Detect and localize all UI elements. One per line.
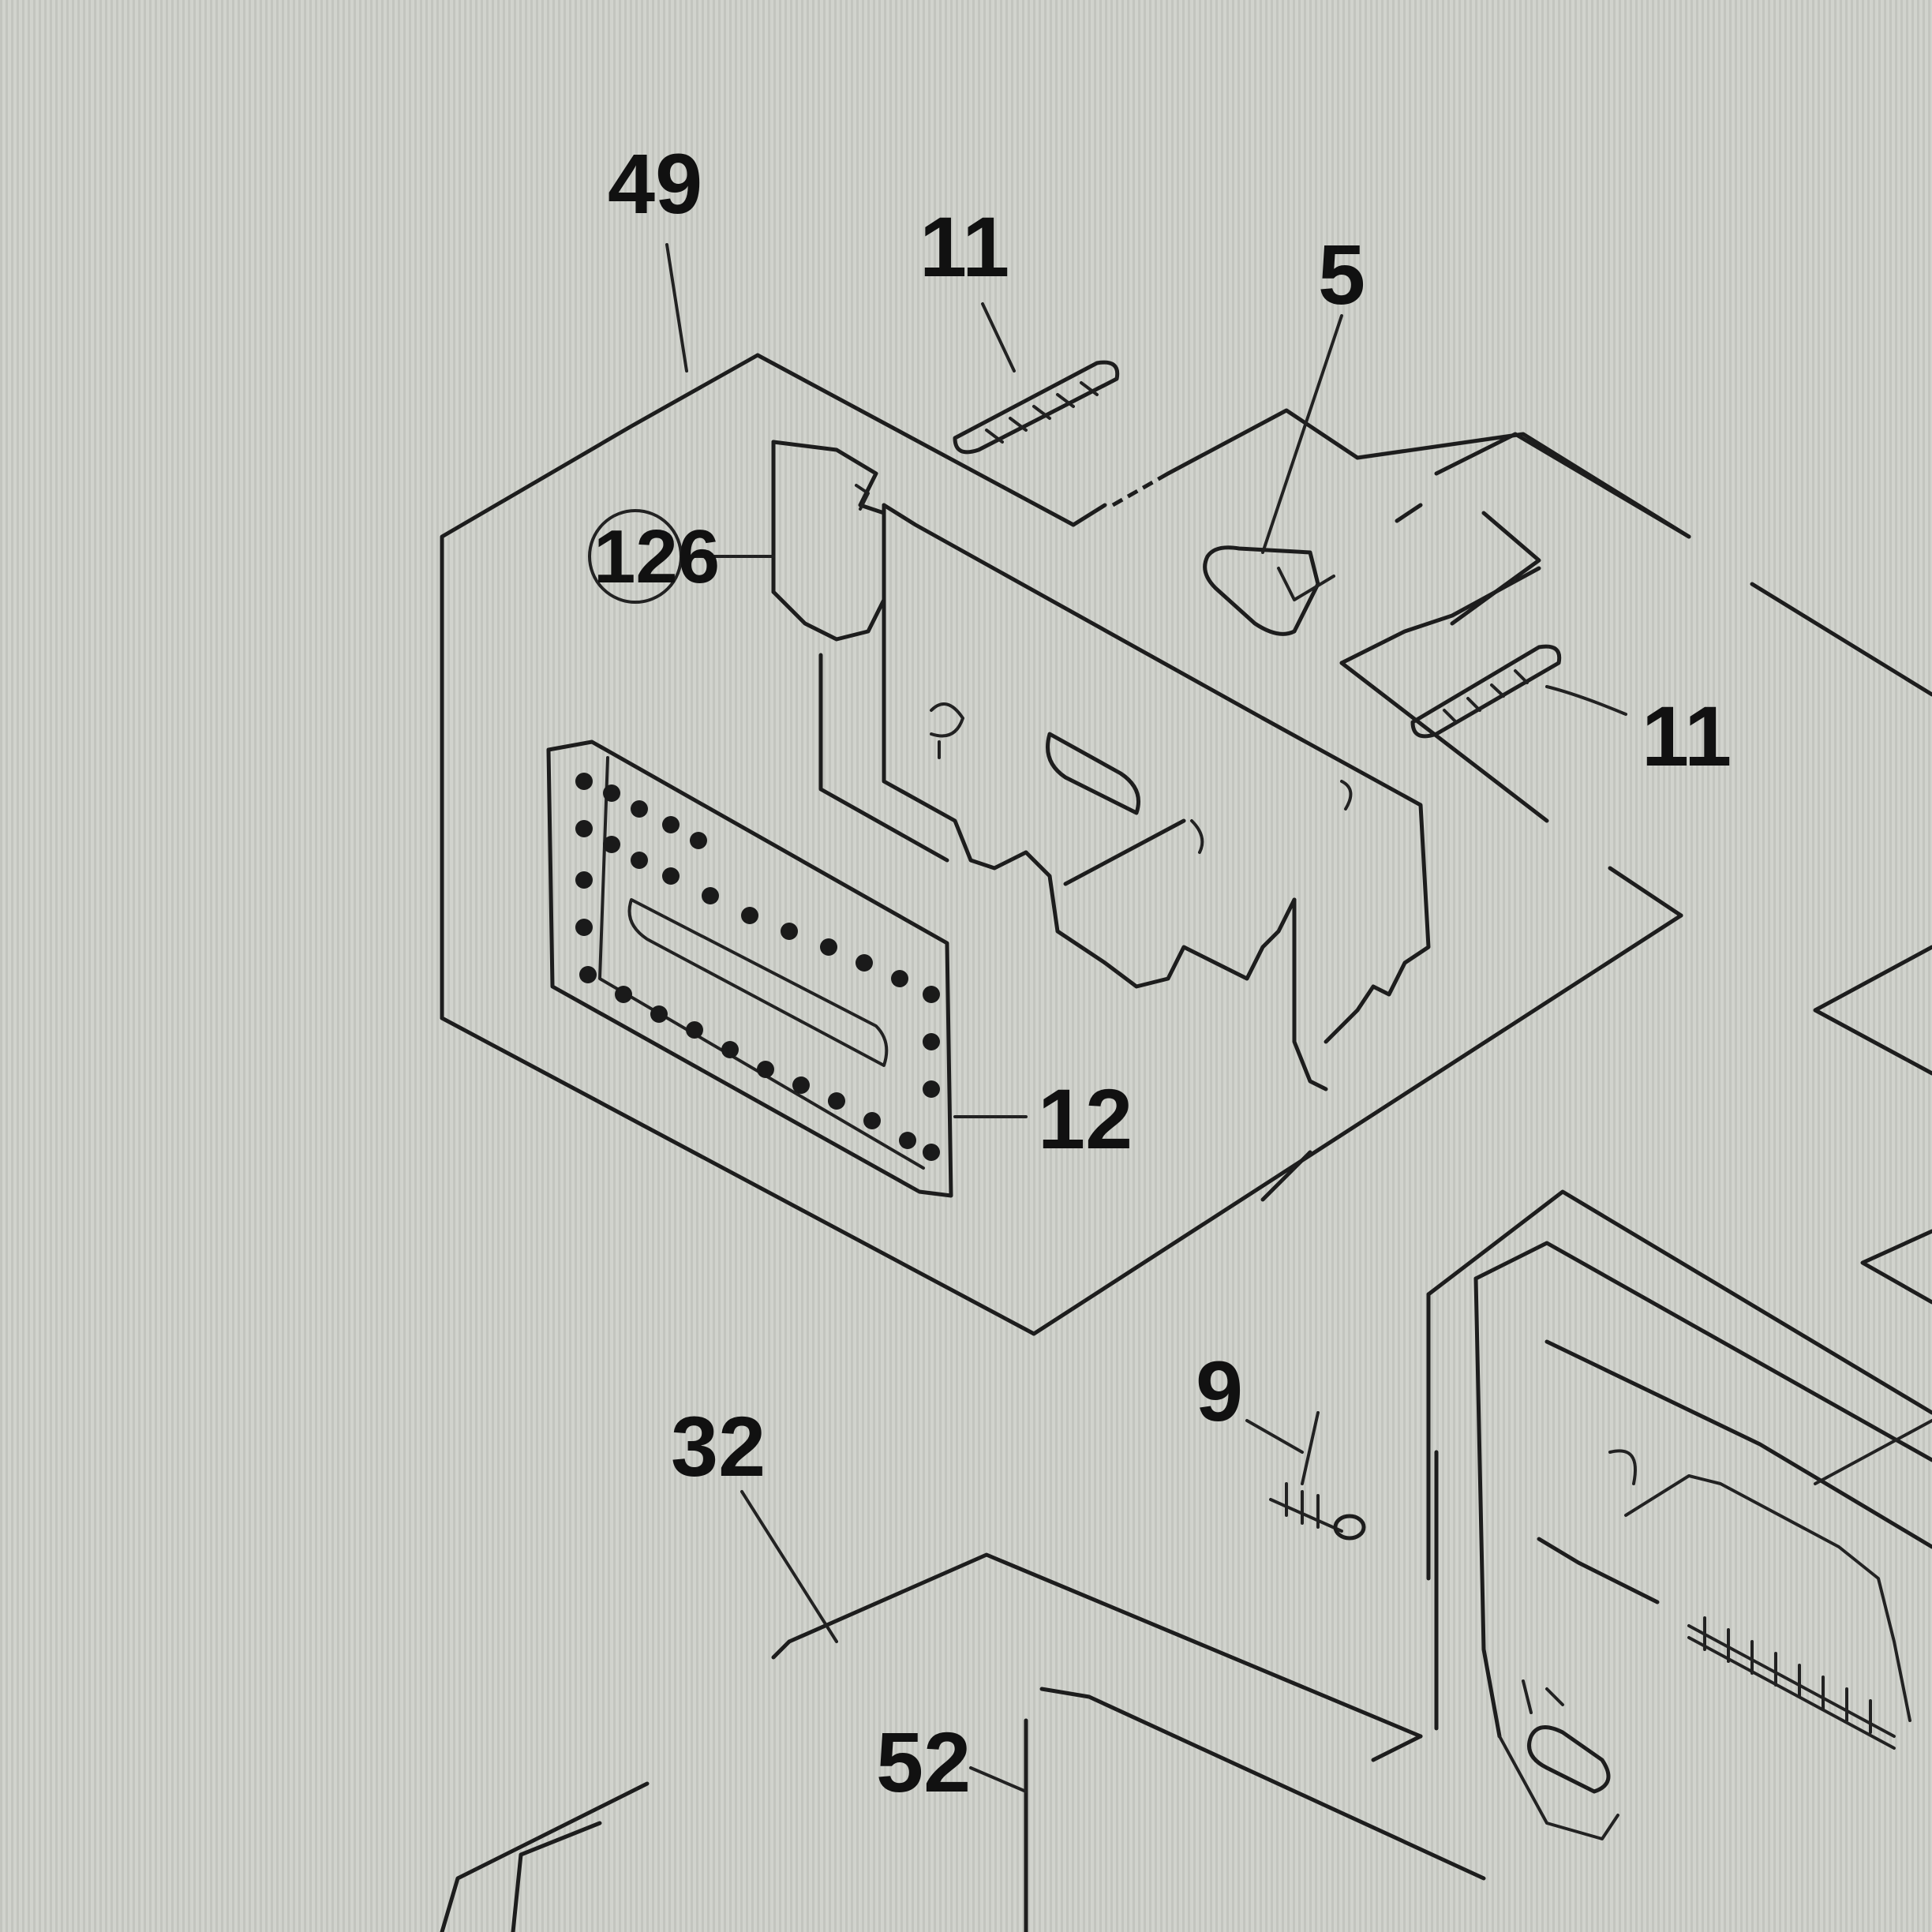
- clip-part-126: [771, 440, 886, 594]
- callout-12: 12: [1038, 1071, 1133, 1166]
- callout-32: 32: [671, 1398, 766, 1494]
- switch-part-5: [1203, 545, 1335, 636]
- screw-part-11-right: [1410, 644, 1562, 739]
- lower-right-housing: [1426, 945, 1932, 1840]
- terminal-pins: [575, 773, 940, 1161]
- callout-9: 9: [1196, 1343, 1243, 1439]
- top-cover: [1071, 408, 1691, 823]
- callout-126: 126: [593, 515, 720, 599]
- terminal-board-part-12: [546, 739, 953, 1198]
- callout-11-top: 11: [919, 199, 1009, 294]
- callout-52: 52: [876, 1714, 971, 1810]
- callout-11-right: 11: [1642, 688, 1732, 784]
- screw-part-11-top: [953, 360, 1120, 455]
- mounting-bracket: [771, 440, 1431, 1091]
- bottom-panel-part-52: [511, 1687, 1486, 1932]
- grommet-part-9: [1269, 1411, 1366, 1541]
- base-cover-part-32: [440, 1450, 1439, 1932]
- leader-lines: [665, 243, 1627, 1793]
- right-panel: [1339, 432, 1932, 697]
- callout-126-circle: [588, 509, 683, 604]
- callout-5: 5: [1318, 227, 1365, 322]
- chassis-part-49: [440, 353, 1683, 1336]
- callout-49: 49: [608, 136, 702, 231]
- callout-labels: 49 11 5 126 11 12 9 32 52: [588, 136, 1732, 1810]
